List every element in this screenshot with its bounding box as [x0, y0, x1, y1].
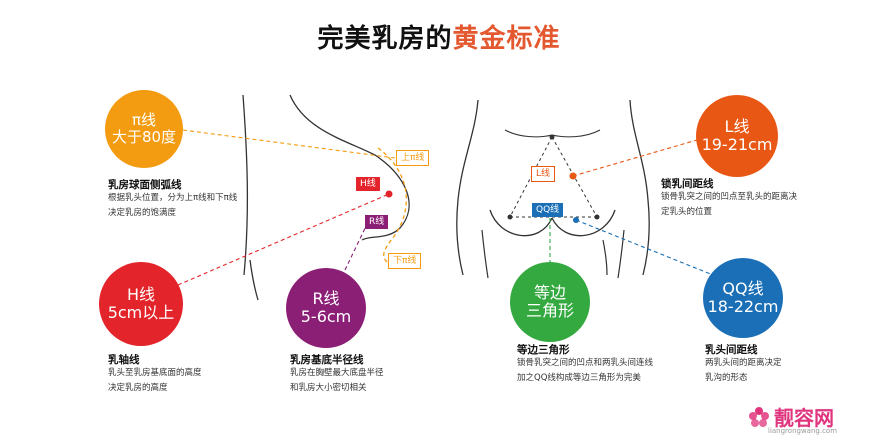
- pi-description: 根据乳头位置，分为上π线和下π线 决定乳房的饱满度: [108, 191, 237, 221]
- r-circle: R线 5-6cm: [286, 268, 366, 348]
- qq-circle: QQ线 18-22cm: [703, 258, 783, 338]
- front-clavicle-left: [504, 129, 553, 138]
- brand-logo: 靓容网 liangrongwang.com: [746, 402, 837, 435]
- h-desc-line2: 决定乳房的高度: [108, 383, 168, 393]
- left-nipple-dot: [507, 214, 513, 220]
- front-arm-line: [602, 239, 608, 276]
- qq-desc-line1: 两乳头间的距离决定: [705, 358, 782, 368]
- front-breast-left: [489, 209, 553, 237]
- front-clavicle-right: [551, 129, 601, 138]
- l-desc-line1: 锁骨乳突之间的凹点至乳头的距离决: [661, 192, 798, 202]
- triangle-circle-line2: 三角形: [525, 301, 574, 320]
- tag-h: H线: [356, 177, 380, 191]
- l-circle-line2: 19-21cm: [701, 135, 773, 154]
- front-arm-right: [617, 229, 625, 279]
- tag-l: L线: [531, 166, 556, 182]
- tag-r: R线: [365, 215, 389, 229]
- triangle-description: 锁骨乳突之间的凹点和两乳头间连线 加之QQ线构成等边三角形为完美: [517, 356, 653, 386]
- h-circle-line2: 5cm以上: [107, 303, 175, 322]
- r-circle-line1: R线: [312, 288, 340, 308]
- r-desc-line1: 乳房在胸壁最大底盘半径: [290, 368, 384, 378]
- l-description: 锁骨乳突之间的凹点至乳头的距离决 定乳头的位置: [661, 190, 797, 220]
- pi-circle: π线 大于80度: [105, 90, 183, 168]
- l-circle-line1: L线: [724, 116, 750, 136]
- r-heading: 乳房基底半径线: [290, 354, 364, 366]
- qq-description: 两乳头间的距离决定 乳沟的形态: [705, 356, 782, 386]
- side-arm-outline: [249, 259, 259, 301]
- right-nipple-dot: [594, 214, 600, 220]
- pi-connector: [182, 129, 396, 159]
- side-breast-arc: [377, 147, 407, 263]
- triangle-desc-line2: 加之QQ线构成等边三角形为完美: [517, 373, 641, 383]
- l-connector: [572, 139, 698, 177]
- triangle-circle-line1: 等边: [533, 282, 566, 302]
- r-desc-line2: 和乳房大小密切相关: [290, 383, 367, 393]
- title-accent: 黄金标准: [452, 24, 561, 54]
- flower-icon: [749, 406, 769, 427]
- title-main: 完美乳房的: [317, 24, 453, 54]
- qq-circle-line1: QQ线: [722, 278, 764, 298]
- l-heading: 锁乳间距线: [661, 178, 714, 190]
- triangle-desc-line1: 锁骨乳突之间的凹点和两乳头间连线: [517, 358, 654, 368]
- side-body-outline-back: [242, 94, 249, 276]
- triangle-heading: 等边三角形: [517, 344, 570, 356]
- l-desc-line2: 定乳头的位置: [661, 207, 713, 217]
- h-description: 乳头至乳房基底面的高度 决定乳房的高度: [108, 366, 202, 396]
- h-heading: 乳轴线: [108, 354, 140, 366]
- qq-connector: [575, 219, 714, 276]
- triangle-circle: 等边 三角形: [510, 262, 590, 342]
- page-title: 完美乳房的黄金标准: [0, 18, 878, 55]
- r-circle-line2: 5-6cm: [300, 307, 352, 326]
- tag-upper-pi: 上π线: [396, 150, 430, 166]
- tag-qq: QQ线: [532, 203, 564, 217]
- qq-circle-line2: 18-22cm: [707, 297, 779, 316]
- h-circle-line1: H线: [126, 284, 156, 304]
- pi-heading: 乳房球面侧弧线: [108, 179, 182, 191]
- front-arm-left: [481, 229, 489, 279]
- pi-circle-line1: π线: [131, 110, 157, 129]
- side-nipple-dot: [385, 190, 393, 198]
- r-connector: [344, 221, 369, 271]
- front-body-outline-right: [629, 99, 650, 276]
- pi-circle-line2: 大于80度: [111, 128, 177, 146]
- qq-heading: 乳头间距线: [705, 344, 758, 356]
- h-connector: [177, 193, 390, 286]
- tag-lower-pi: 下π线: [388, 253, 422, 269]
- logo-brand: 靓容网: [774, 406, 834, 430]
- h-circle: H线 5cm以上: [99, 262, 183, 346]
- notch-dot: [549, 134, 555, 140]
- h-desc-line1: 乳头至乳房基底面的高度: [108, 368, 202, 378]
- side-body-outline-front: [289, 94, 410, 241]
- r-description: 乳房在胸壁最大底盘半径 和乳房大小密切相关: [290, 366, 384, 396]
- front-body-outline: [456, 99, 479, 276]
- logo-domain: liangrongwang.com: [768, 427, 838, 435]
- pi-desc-line2: 决定乳房的饱满度: [108, 208, 177, 218]
- l-circle: L线 19-21cm: [696, 95, 778, 177]
- pi-desc-line1: 根据乳头位置，分为上π线和下π线: [108, 193, 238, 203]
- front-breast-right: [551, 209, 616, 237]
- qq-desc-line2: 乳沟的形态: [705, 373, 748, 383]
